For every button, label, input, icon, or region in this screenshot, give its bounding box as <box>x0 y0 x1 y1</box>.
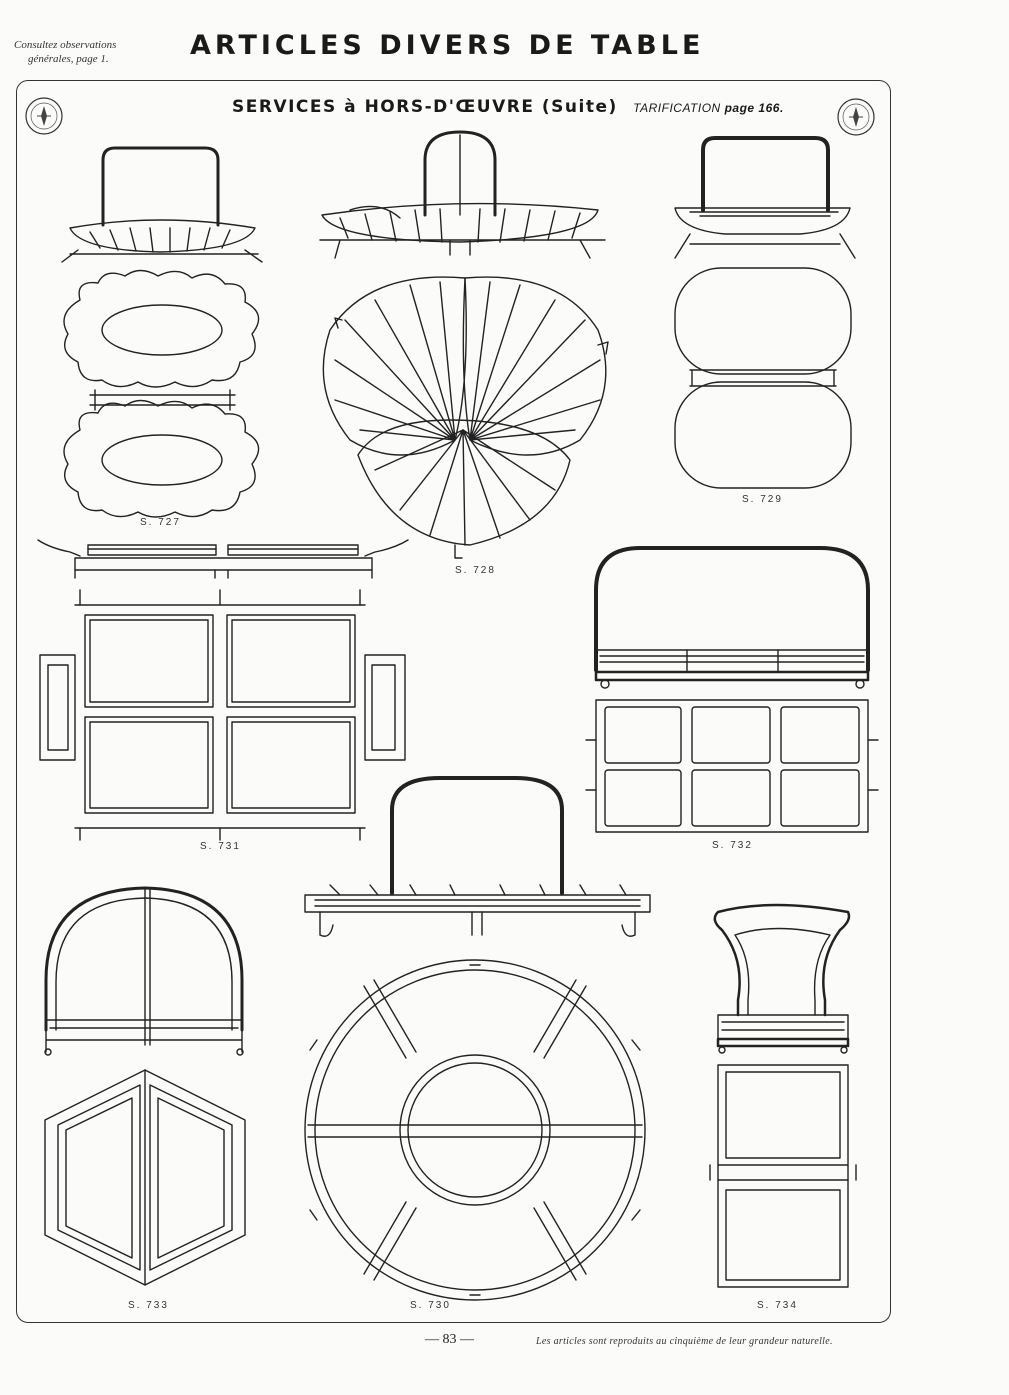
item-label: S. 728 <box>455 565 496 576</box>
item-label: S. 732 <box>712 840 753 851</box>
catalog-panel <box>16 80 891 1323</box>
item-734-side-view <box>713 903 851 1054</box>
scale-note: Les articles sont reproduits au cinquièm… <box>536 1336 833 1347</box>
pricing-page: page 166. <box>724 101 784 115</box>
section-subtitle: SERVICES à HORS-D'ŒUVRE (Suite) TARIFICA… <box>232 97 784 117</box>
item-731-top-view <box>39 589 406 841</box>
item-729-top-view <box>674 267 852 489</box>
item-label: S. 733 <box>128 1300 169 1311</box>
item-label: S. 729 <box>742 494 783 505</box>
item-733-side-view <box>44 886 244 1056</box>
hallmark-stamp-icon <box>25 97 63 135</box>
item-730-side-view <box>304 776 651 937</box>
item-734-top-view <box>709 1064 857 1288</box>
item-732-top-view <box>585 699 879 833</box>
observations-note-line2: générales, page 1. <box>28 53 109 65</box>
section-subtitle-text: SERVICES à HORS-D'ŒUVRE (Suite) <box>232 97 618 117</box>
item-label: S. 734 <box>757 1300 798 1311</box>
item-label: S. 730 <box>410 1300 451 1311</box>
item-728-top-view <box>322 276 609 559</box>
item-727-side-view <box>61 146 263 263</box>
item-730-top-view <box>304 959 646 1301</box>
item-label: S. 727 <box>140 517 181 528</box>
hallmark-stamp-icon <box>837 98 875 136</box>
item-731-side-view <box>37 539 409 579</box>
observations-note: Consultez observations générales, page 1… <box>14 38 154 66</box>
item-733-top-view <box>44 1069 246 1286</box>
item-732-side-view <box>594 546 870 689</box>
item-728-side-view <box>319 130 606 259</box>
item-727-top-view <box>63 269 260 518</box>
pricing-label: TARIFICATION <box>633 101 721 115</box>
item-label: S. 731 <box>200 841 241 852</box>
observations-note-line1: Consultez observations <box>14 39 117 51</box>
page-title: ARTICLES DIVERS DE TABLE <box>190 30 705 61</box>
pricing-reference: TARIFICATION page 166. <box>633 101 784 115</box>
page-number: — 83 — <box>425 1332 474 1347</box>
item-729-side-view <box>674 136 856 259</box>
